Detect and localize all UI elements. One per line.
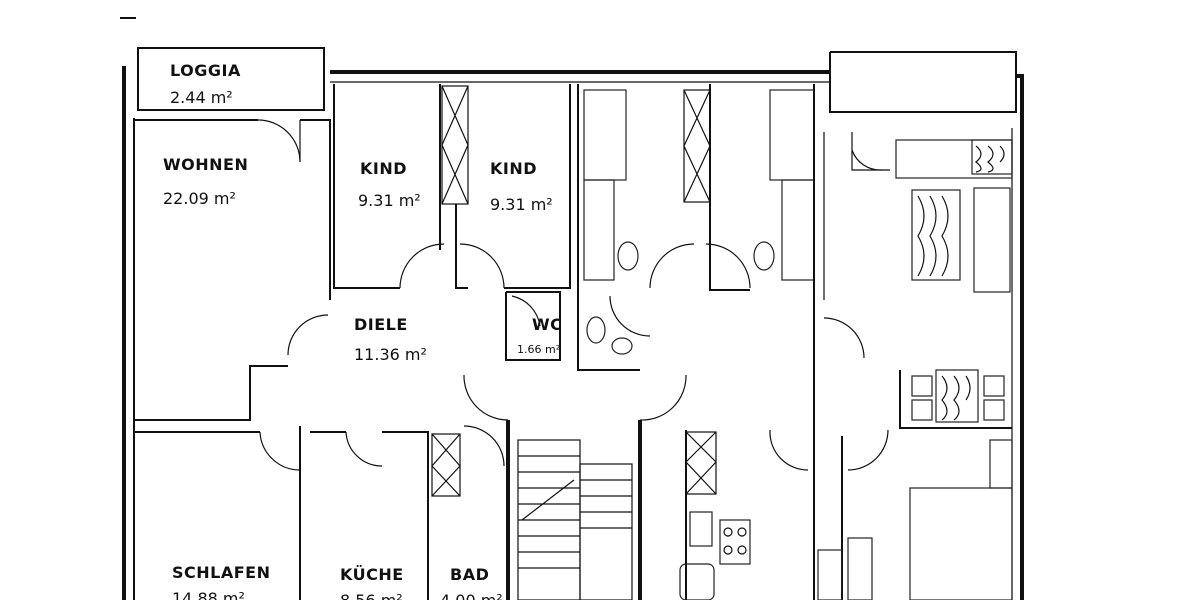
shaft-west-wall — [577, 84, 640, 371]
room-name-diele: DIELE — [354, 315, 408, 334]
dining-table-east — [935, 369, 979, 423]
door-swing-east-d — [609, 295, 651, 337]
room-area-wc: 1.66 m² — [517, 343, 560, 356]
sofa-east — [895, 139, 1013, 179]
wardrobe-kind1 — [441, 85, 469, 205]
chair-east-a — [911, 375, 933, 397]
room-name-bad: BAD — [450, 565, 489, 584]
door-swing-diele-west — [287, 314, 329, 356]
door-swing-kind2 — [459, 243, 505, 289]
outer-wall-east — [1016, 74, 1024, 600]
wardrobe-east — [683, 89, 711, 203]
table-east — [911, 189, 961, 281]
shelf-east-b — [583, 179, 615, 281]
shelf-east-bedroom — [817, 549, 843, 600]
armchair-east — [971, 139, 1013, 175]
room-area-wohnen: 22.09 m² — [163, 189, 236, 208]
toilet-wc — [586, 316, 606, 344]
shelf-east-d — [781, 179, 815, 281]
door-swing-stair-west — [463, 374, 509, 421]
wohnen-east-wall — [300, 119, 331, 300]
door-swing-wc — [511, 295, 541, 327]
table-east-pattern — [917, 195, 949, 277]
door-swing-schlafen — [259, 431, 301, 471]
room-name-wc: WC — [532, 315, 562, 334]
room-name-schlafen: SCHLAFEN — [172, 563, 270, 582]
shelf-east-a — [583, 89, 627, 181]
door-swing-east-bedroom — [847, 429, 889, 471]
door-swing-bad — [463, 425, 505, 467]
wardrobe-east-hatch — [683, 89, 711, 203]
bathtub-east — [679, 563, 715, 600]
stove-burner-c — [723, 545, 733, 555]
kueche-east-wall — [382, 431, 429, 600]
closet-east-kitchen — [685, 431, 717, 495]
east-entry-wall — [851, 132, 890, 171]
closet-bad — [431, 433, 461, 497]
door-swing-east-balcony — [851, 149, 883, 171]
basin-wc — [611, 337, 633, 355]
nightstand-east — [989, 439, 1013, 489]
room-name-kind2: KIND — [490, 159, 537, 178]
loggia-outline — [137, 47, 325, 111]
toilet-east-a — [617, 241, 639, 271]
room-area-loggia: 2.44 m² — [170, 88, 233, 107]
door-swing-east-b — [705, 243, 751, 289]
room-name-kueche: KÜCHE — [340, 565, 404, 584]
room-name-loggia: LOGGIA — [170, 61, 241, 80]
shelf-east-c — [769, 89, 815, 181]
east-partition-a — [709, 84, 750, 291]
stove-burner-d — [737, 545, 747, 555]
door-swing-east-kitchen — [769, 429, 809, 471]
wc-walls — [505, 291, 561, 361]
door-swing-wohnen — [257, 119, 301, 163]
door-swing-east-a — [649, 243, 695, 289]
sideboard-east — [973, 187, 1011, 293]
room-name-kind1: KIND — [360, 159, 407, 178]
room-area-kueche: 8.56 m² — [340, 591, 403, 600]
room-area-bad: 4.00 m² — [440, 591, 503, 600]
stove-east — [719, 519, 751, 565]
dining-table-pattern — [941, 375, 971, 421]
basin-east-kitchen — [689, 511, 713, 547]
stove-burner-b — [737, 527, 747, 537]
room-area-schlafen: 14.88 m² — [172, 589, 245, 600]
room-area-kind1: 9.31 m² — [358, 191, 421, 210]
chair-east-b — [983, 375, 1005, 397]
stove-burner-a — [723, 527, 733, 537]
closet-bad-hatch — [431, 433, 461, 497]
kind2-west-wall — [455, 204, 468, 289]
door-swing-east-c — [823, 317, 865, 359]
kind2-walls — [504, 84, 571, 289]
room-area-diele: 11.36 m² — [354, 345, 427, 364]
wohnen-south-wall — [134, 365, 288, 421]
room-name-wohnen: WOHNEN — [163, 155, 248, 174]
door-swing-kueche — [345, 431, 383, 467]
toilet-east-b — [753, 241, 775, 271]
armchair-east-pattern — [975, 145, 1005, 173]
east-balcony — [829, 51, 1017, 113]
bed-east — [909, 487, 1013, 600]
east-dining-wall — [899, 370, 1012, 429]
wardrobe-kind1-hatch — [441, 85, 469, 205]
chair-east-d — [983, 399, 1005, 421]
chair-east-c — [911, 399, 933, 421]
closet-east-kitchen-hatch — [685, 431, 717, 495]
stair-treads — [517, 439, 633, 600]
kind1-walls — [333, 84, 400, 289]
room-area-kind2: 9.31 m² — [490, 195, 553, 214]
door-swing-kind1 — [399, 243, 445, 289]
wardrobe-east-bedroom — [847, 537, 873, 600]
door-swing-stair-east — [639, 374, 687, 421]
